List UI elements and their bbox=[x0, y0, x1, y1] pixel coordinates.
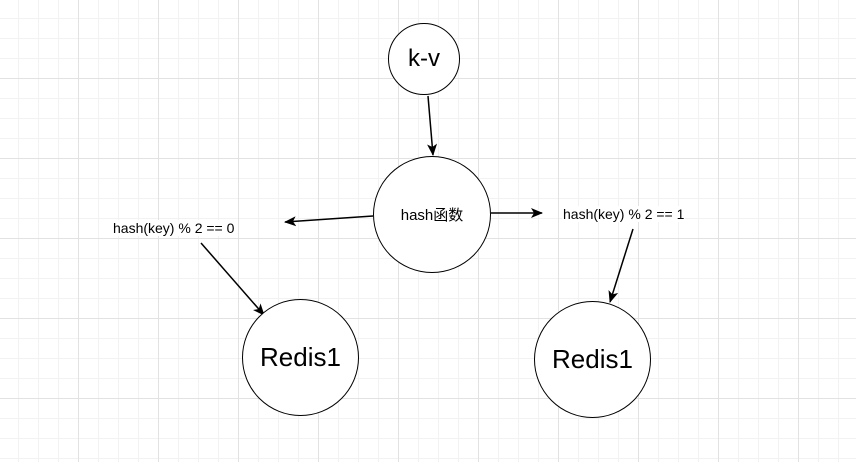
redis-node-left[interactable]: Redis1 bbox=[242, 299, 359, 416]
edge-label-odd[interactable]: hash(key) % 2 == 1 bbox=[562, 206, 686, 222]
hash-function-node[interactable]: hash函数 bbox=[373, 156, 491, 273]
redis-node-right-label: Redis1 bbox=[552, 344, 633, 374]
redis-node-right[interactable]: Redis1 bbox=[534, 301, 651, 418]
edge-kv-to-hash[interactable] bbox=[427, 95, 438, 156]
kv-node[interactable]: k-v bbox=[388, 23, 460, 95]
edge-label-even[interactable]: hash(key) % 2 == 0 bbox=[112, 220, 236, 236]
edge-left-label-to-redis[interactable] bbox=[200, 242, 265, 316]
hash-function-node-label: hash函数 bbox=[400, 207, 464, 224]
edge-right-label-to-redis[interactable] bbox=[608, 228, 634, 303]
redis-node-left-label: Redis1 bbox=[260, 342, 341, 372]
kv-node-label: k-v bbox=[408, 45, 440, 72]
edge-hash-to-left-label[interactable] bbox=[284, 215, 374, 227]
